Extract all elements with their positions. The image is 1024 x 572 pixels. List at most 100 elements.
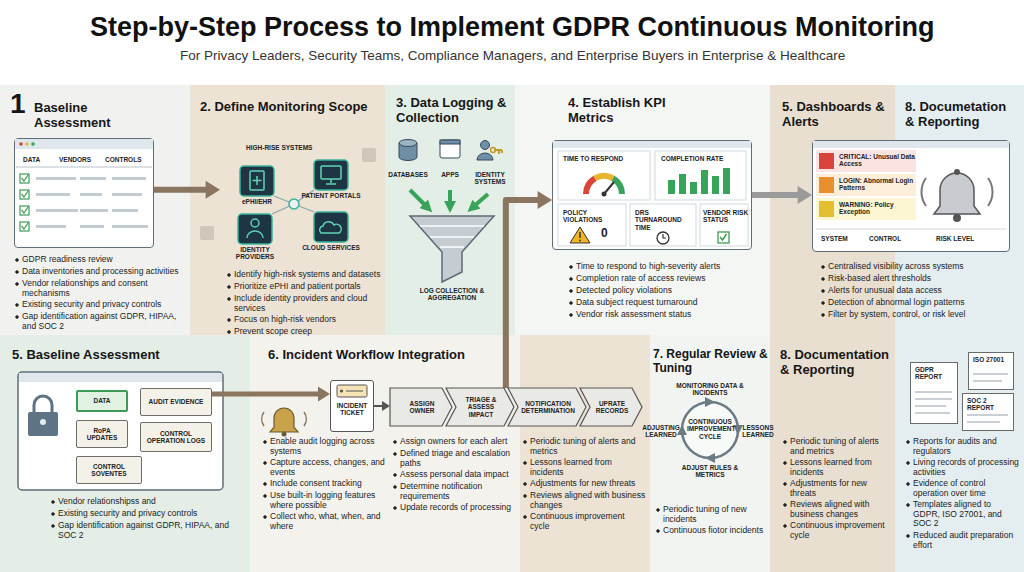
bullet-text: Identify high-risk systems and datasets — [226, 270, 382, 280]
decor-shape — [819, 201, 834, 217]
decor-shape — [701, 170, 708, 194]
bullet-text: Capture access, changes, and events — [262, 458, 386, 477]
decor-shape — [579, 240, 581, 242]
bullet-text: GDPR readiness review — [14, 255, 188, 265]
folder-box: AUDIT EVIDENCE — [140, 388, 212, 416]
node-label: DATA — [93, 397, 110, 404]
decor-shape — [34, 396, 52, 412]
bullet-text: Living records of processing activities — [905, 458, 1020, 477]
decor-shape — [19, 142, 23, 146]
bullet-text: Data inventories and processing activiti… — [14, 267, 188, 277]
node-label: POLICY VIOLATIONS — [563, 209, 625, 224]
bullet-text: Alerts for unusual data access — [820, 286, 1016, 296]
decor-shape — [112, 177, 146, 180]
bullet-text: Existing security and privacy controls — [50, 509, 240, 519]
bullet-text: Periodic tuning of new incidents — [655, 505, 767, 524]
bullet-text: Reduced audit preparation effort — [905, 531, 1020, 550]
decor-shape — [816, 198, 916, 220]
decor-shape — [314, 212, 348, 242]
folder-box: RoPA UPDATES — [76, 420, 128, 448]
decor-shape — [80, 225, 104, 228]
report-document: ISO 27001 — [968, 352, 1014, 390]
decor-shape — [399, 140, 417, 147]
decor-shape — [491, 148, 496, 153]
decor-shape — [668, 168, 730, 194]
connector — [374, 401, 390, 411]
decor-shape — [250, 335, 520, 572]
decor-shape — [679, 174, 686, 194]
decor-shape — [20, 174, 29, 231]
connector — [212, 386, 330, 401]
decor-shape — [915, 374, 1008, 422]
chevron-shape — [390, 388, 452, 426]
decor-shape — [340, 389, 343, 392]
illustration-label: IDENTITY SYSTEMS — [467, 171, 513, 186]
decor-shape — [630, 204, 696, 246]
decor-shape — [112, 225, 148, 228]
bullet-text: Time to respond to high-severity alerts — [568, 262, 764, 272]
diagram-caption: For Privacy Leaders, Security Teams, Com… — [180, 48, 845, 63]
node-label: CLOUD SERVICES — [300, 244, 362, 251]
node-label: RoPA UPDATES — [79, 427, 125, 442]
arrow-head — [206, 181, 220, 199]
decor-shape — [289, 199, 299, 209]
bullet-text: Adjustments for new threats — [782, 479, 892, 498]
node-label: TRIAGE & ASSESS IMPACT — [459, 396, 503, 418]
decor-shape — [0, 85, 190, 335]
bullet-text: Gap identification against GDPR, HIPAA, … — [50, 521, 240, 540]
chevron-shape — [580, 388, 642, 426]
workflow-chevron: ASSIGN OWNER — [390, 388, 452, 426]
bullet-text: Lessons learned from incidents — [782, 458, 892, 477]
bullet-text: Vendor relationshipss and — [50, 497, 240, 507]
decor-shape — [690, 182, 697, 194]
bullet-text: Periodic tuning of alerts and metrics — [522, 437, 646, 456]
node-label: PATIENT PORTALS — [300, 192, 362, 199]
node-label: COMPLETION RATE — [661, 155, 741, 162]
step-panel: 5. Baseline AssessmentVendor relationshi… — [0, 335, 250, 572]
decor-shape — [733, 425, 743, 435]
decor-shape — [586, 178, 595, 194]
decor-shape — [472, 194, 488, 208]
node-label: DATA — [23, 156, 59, 163]
decor-shape — [36, 177, 148, 228]
step-heading: 7. Regular Review & Tuning — [653, 348, 769, 376]
bullet-text: Evidence of control operation over time — [905, 479, 1020, 498]
decor-shape — [613, 178, 622, 194]
decor-shape — [440, 140, 460, 144]
decor-shape — [579, 232, 581, 238]
decor-shape — [399, 140, 493, 161]
node-label: SOC 2 REPORT — [967, 397, 1009, 412]
step-heading: 5. Dashboards & Alerts — [782, 100, 892, 130]
bullet-text: Include consent tracking — [262, 479, 386, 489]
connector-line — [154, 187, 207, 193]
node-label: AUDIT EVIDENCE — [149, 398, 204, 405]
decor-shape — [40, 419, 46, 425]
node-label: UPRATE RECORDS — [593, 400, 631, 415]
node-label: HIGH-RISE SYSTEMS — [246, 144, 356, 151]
bullet-text: Filter by system, control, or risk level — [820, 310, 1016, 320]
step-panel: 6. Incident Workflow IntegrationEnable a… — [250, 335, 650, 572]
decor-shape — [570, 227, 590, 243]
decor-shape — [595, 176, 613, 178]
decor-shape — [80, 193, 102, 196]
step-heading: Baseline Assessment — [34, 101, 134, 131]
decor-shape — [477, 153, 493, 160]
system-icon: CLOUD SERVICES — [300, 212, 362, 258]
decor-shape — [520, 335, 650, 572]
node-label: CONTROL — [869, 235, 919, 242]
decor-shape — [410, 190, 488, 208]
bullet-text: Centralised visibility across systems — [820, 262, 1016, 272]
bullet-text: Detection of abnormal login patterns — [820, 298, 1016, 308]
decor-shape — [558, 151, 650, 200]
decor-shape — [19, 373, 222, 382]
folder-box: CONTROL SOVENTES — [76, 456, 142, 484]
illustration-label: ADJUSTING LEARNED — [642, 424, 680, 439]
chevron-shape — [446, 388, 514, 426]
node-label: CONTROL OPERATION LOGS — [143, 430, 209, 445]
report-document: SOC 2 REPORT — [962, 393, 1014, 431]
node-label: SYSTEM — [821, 235, 867, 242]
bullet-text: Gap identification against GDPR, HIPAA, … — [14, 312, 188, 331]
decor-shape — [190, 85, 385, 335]
decor-shape — [921, 178, 992, 206]
decor-shape — [112, 193, 142, 196]
